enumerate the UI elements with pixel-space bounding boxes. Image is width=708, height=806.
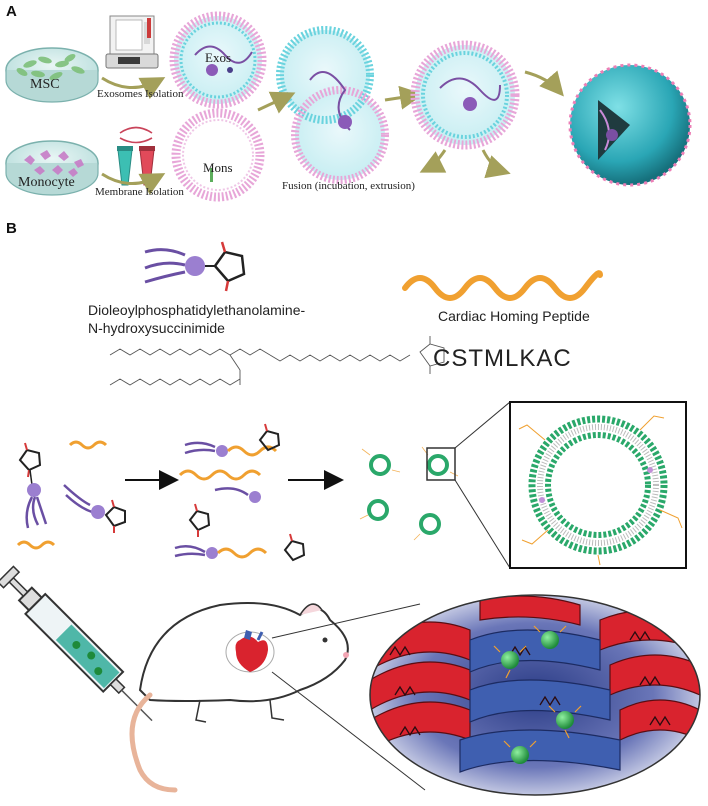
centrifuge-icon xyxy=(105,15,159,69)
arrow-icon xyxy=(101,76,166,100)
chemical-structure xyxy=(109,336,445,386)
zoom-line xyxy=(271,671,426,791)
lipid-name-line1: Dioleoylphosphatidylethanolamine- xyxy=(88,302,306,318)
tubes-icon xyxy=(117,126,155,186)
monocyte-label: Monocyte xyxy=(18,175,75,190)
mouse-icon xyxy=(129,601,349,793)
reactants-group xyxy=(16,440,126,550)
targeted-nanoparticles xyxy=(493,625,582,764)
arrow-icon xyxy=(481,149,511,179)
heart-icon xyxy=(225,630,275,673)
exos-label: Exos xyxy=(205,50,231,65)
syringe-icon xyxy=(0,565,153,722)
msc-label: MSC xyxy=(30,77,60,92)
exosome-vesicle xyxy=(169,11,267,109)
cardiac-tissue-zoom xyxy=(369,594,701,796)
small-vesicles xyxy=(367,454,449,535)
monocyte-petri-dish-icon xyxy=(5,140,99,196)
arrow-icon xyxy=(524,70,564,97)
membrane-isolation-label: Membrane Isolation xyxy=(95,186,184,198)
fusion-label: Fusion (incubation, extrusion) xyxy=(282,180,415,192)
conjugates-group xyxy=(174,423,306,562)
msc-petri-dish-icon xyxy=(5,47,99,103)
zoom-line xyxy=(454,479,511,569)
peptide-label: Cardiac Homing Peptide xyxy=(438,308,590,324)
arrow-icon xyxy=(419,149,447,173)
lipid-name-line2: N-hydroxysuccinimide xyxy=(88,320,225,336)
panel-a-letter: A xyxy=(6,3,17,20)
cardiac-homing-peptide-icon xyxy=(402,270,603,301)
hybrid-vesicle xyxy=(410,40,520,150)
peptide-sequence: CSTMLKAC xyxy=(433,345,572,372)
zoomed-liposome xyxy=(518,415,683,566)
exosomes-isolation-label: Exosomes Isolation xyxy=(97,88,184,100)
monocyte-membrane-vesicle xyxy=(171,108,265,202)
dope-nhs-lipid-icon xyxy=(144,241,246,292)
zoom-source-box xyxy=(426,447,456,481)
mons-label: Mons xyxy=(203,160,233,175)
arrow-icon xyxy=(257,91,296,114)
hybrid-nanoparticle-sphere xyxy=(568,63,692,187)
fusion-vesicles xyxy=(276,26,389,184)
arrow-icon xyxy=(101,172,166,196)
panel-b-letter: B xyxy=(6,220,17,237)
zoom-line xyxy=(454,401,511,449)
zoom-line xyxy=(271,603,421,639)
